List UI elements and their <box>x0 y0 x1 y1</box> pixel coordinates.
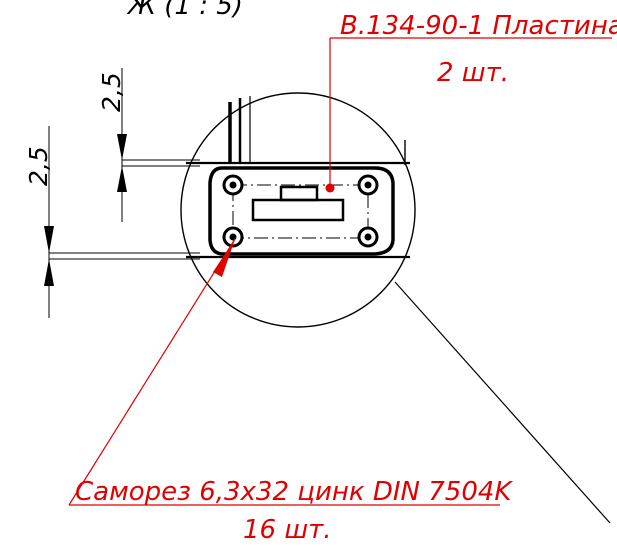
screw-callout-quantity: 16 шт. <box>243 515 332 545</box>
dimension-upper-value: 2,5 <box>97 72 126 112</box>
plate-callout-quantity: 2 шт. <box>437 58 509 88</box>
profile-lines <box>228 96 251 162</box>
screw-hole-top-left <box>222 174 244 196</box>
hole-center-lines <box>232 184 369 239</box>
dimension-upper <box>117 68 200 222</box>
plate-callout-label: В.134-90-1 Пластина <box>340 11 617 41</box>
screw-callout-label: Саморез 6,3x32 цинк DIN 7504K <box>75 477 513 507</box>
screw-holes <box>222 174 379 248</box>
dimension-lower <box>44 126 200 318</box>
screw-hole-bottom-right <box>357 226 379 248</box>
plate-outline <box>208 166 395 256</box>
screw-hole-bottom-left <box>222 226 244 248</box>
detail-circle <box>180 92 416 328</box>
screw-hole-top-right <box>357 174 379 196</box>
detail-leader-line <box>394 281 611 524</box>
dimension-lower-value: 2,5 <box>24 146 53 186</box>
screw-callout <box>68 238 500 506</box>
view-title-fragment: Ж (1 : 5) <box>126 0 243 21</box>
plate-slot-profile <box>251 185 345 222</box>
plate-callout <box>325 37 612 193</box>
